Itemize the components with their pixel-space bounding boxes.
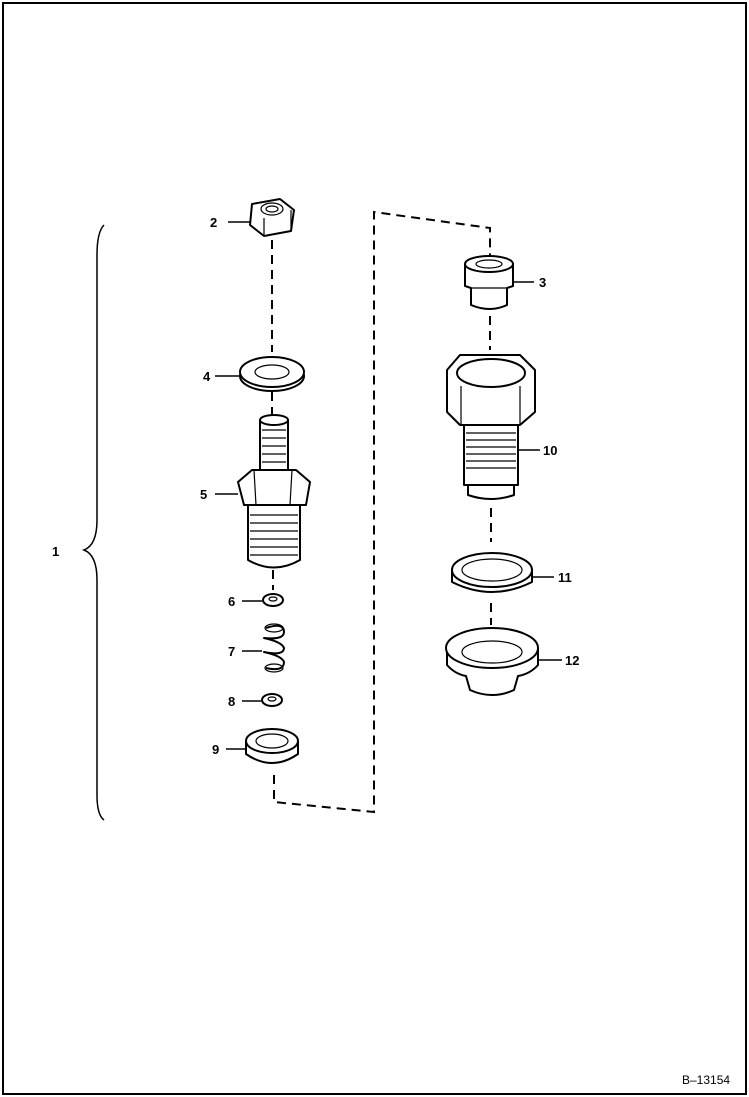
callout-5: 5 [200, 487, 207, 502]
part-ring-lower [245, 728, 299, 764]
part-nut [249, 198, 295, 237]
callout-11: 11 [558, 570, 572, 585]
callout-9: 9 [212, 742, 219, 757]
connector-dashed-path [273, 210, 491, 814]
assembly-brace [81, 224, 105, 821]
callout-3: 3 [539, 275, 546, 290]
part-flanged-seat [445, 627, 539, 696]
part-sleeve [464, 255, 514, 310]
part-holder [446, 354, 536, 500]
part-small-washer-upper [262, 593, 284, 607]
part-spring [263, 623, 285, 673]
callout-10: 10 [543, 443, 557, 458]
figure-id: B–13154 [682, 1073, 730, 1087]
callout-8: 8 [228, 694, 235, 709]
callout-6: 6 [228, 594, 235, 609]
part-valve-body [237, 414, 311, 569]
part-washer-upper [239, 356, 305, 392]
callout-4: 4 [203, 369, 211, 384]
part-seal-ring [451, 552, 533, 593]
callout-1: 1 [52, 544, 59, 559]
callout-7: 7 [228, 644, 235, 659]
callout-12: 12 [565, 653, 579, 668]
callout-2: 2 [210, 215, 217, 230]
part-small-washer-lower [261, 693, 283, 707]
